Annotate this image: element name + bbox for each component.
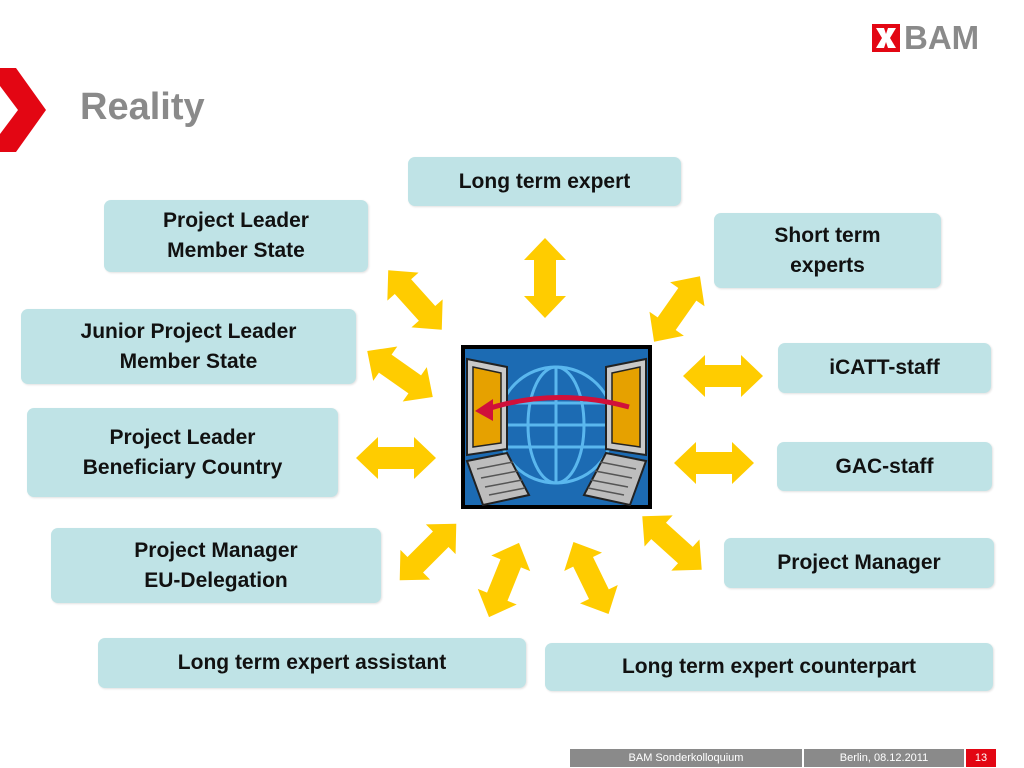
arrow-project-leader-bc (356, 437, 436, 479)
bam-cross-logo-icon (872, 24, 900, 52)
box-project-manager: Project Manager (724, 538, 994, 588)
footer-page-number: 13 (966, 749, 996, 767)
box-long-term-expert: Long term expert (408, 157, 681, 206)
arrow-project-manager-eu (384, 508, 472, 596)
arrow-gac-staff (674, 442, 754, 484)
box-long-term-expert-assistant: Long term expert assistant (98, 638, 526, 688)
arrow-project-leader-ms (372, 256, 458, 344)
arrow-project-manager (628, 500, 716, 586)
box-gac-staff: GAC-staff (777, 442, 992, 491)
footer-date: Berlin, 08.12.2011 (804, 749, 964, 767)
logo-text: BAM (904, 19, 980, 56)
arrow-lte-counterpart (554, 532, 628, 624)
box-long-term-expert-counterpart: Long term expert counterpart (545, 643, 993, 691)
networked-computers-globe-icon (461, 345, 652, 509)
bam-logo: BAM (872, 19, 980, 56)
footer-event: BAM Sonderkolloquium (570, 749, 802, 767)
red-chevron-icon (0, 68, 46, 152)
box-icatt-staff: iCATT-staff (778, 343, 991, 393)
box-short-term-experts: Short term experts (714, 213, 941, 288)
box-project-manager-eu-delegation: Project Manager EU-Delegation (51, 528, 381, 603)
arrow-junior-project-leader (355, 333, 445, 415)
box-junior-project-leader-member-state: Junior Project Leader Member State (21, 309, 356, 384)
arrow-long-term-expert (524, 238, 566, 318)
box-project-leader-member-state: Project Leader Member State (104, 200, 368, 272)
arrow-short-term-experts (636, 264, 718, 354)
arrow-icatt-staff (683, 355, 763, 397)
box-project-leader-beneficiary-country: Project Leader Beneficiary Country (27, 408, 338, 497)
page-title: Reality (80, 86, 205, 128)
footer: BAM Sonderkolloquium Berlin, 08.12.2011 … (570, 749, 996, 767)
arrow-lte-assistant (469, 535, 539, 625)
